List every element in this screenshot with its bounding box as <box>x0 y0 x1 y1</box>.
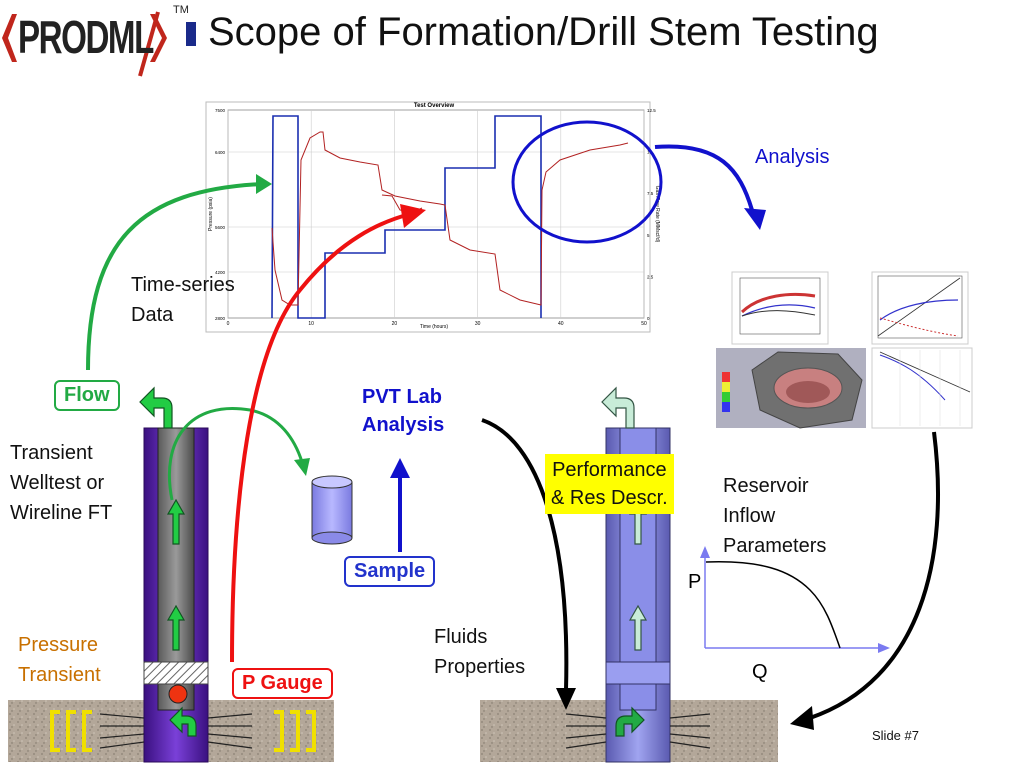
left-flow-arrows <box>166 498 186 651</box>
logo-trademark: TM <box>173 4 189 16</box>
performance-line-1: Performance <box>552 459 667 481</box>
analysis-highlight-ellipse <box>511 120 663 244</box>
right-top-flow-arrow <box>601 386 635 429</box>
chart-y-tick-label: 7500 <box>215 108 226 113</box>
chart-plot-area <box>227 109 645 319</box>
p-gauge-arrow <box>230 212 411 663</box>
chart-series-pressure <box>271 131 629 306</box>
inflow-performance-plot <box>700 546 890 653</box>
sample-box: Sample <box>344 556 436 587</box>
left-perforation-brackets <box>50 710 316 752</box>
left-bottom-flow-arrow <box>169 706 197 737</box>
p-gauge-box: P Gauge <box>232 668 333 699</box>
ipr-p-axis-label: P <box>688 571 701 593</box>
reservoir-line-3: Parameters <box>723 535 827 557</box>
chart-x-ticks: 0 10 20 30 40 50 <box>227 321 647 327</box>
p-gauge-sensor <box>168 684 188 704</box>
flow-to-timeseries-arrowhead <box>256 174 272 194</box>
chart-y2-tick-label: 5 <box>647 233 650 238</box>
chart-y2-tick-label: 2.5 <box>647 274 654 279</box>
chart-y-tick-label: 6400 <box>215 150 226 155</box>
chart-y-tick-label: 4200 <box>215 270 226 275</box>
pressure-transient-label: Pressure Transient <box>18 630 101 690</box>
chart-y-tick-label: 5600 <box>215 225 226 230</box>
pvt-line-1: PVT Lab <box>362 386 443 408</box>
pvt-line-2: Analysis <box>362 414 445 436</box>
chart-x-tick-label: 0 <box>227 321 230 327</box>
chart-x-tick-label: 40 <box>558 321 564 327</box>
right-well-packer <box>605 661 671 685</box>
chart-y-ticks: 2800 4200 5600 6400 7500 <box>215 108 226 321</box>
reservoir-line-2: Inflow <box>723 505 776 527</box>
logo-text: PRODML <box>18 11 154 63</box>
chart-x-tick-label: 30 <box>475 321 481 327</box>
analysis-label: Analysis <box>755 146 830 168</box>
tubing-to-sample-arrow <box>167 407 304 501</box>
chart-y-label: Pressure (psia) <box>208 197 214 231</box>
chart-x-label: Time (hours) <box>420 324 448 330</box>
p-gauge-arrowhead <box>400 204 426 228</box>
reservoir-line-1: Reservoir <box>723 475 809 497</box>
chart-y2-label: Gas Flow Rate (MMscf/d) <box>654 186 660 243</box>
chart-title: Test Overview <box>414 103 455 109</box>
logo: PRODML TM <box>0 0 200 80</box>
sample-to-pvt-arrowhead <box>390 458 410 478</box>
ipr-q-axis-label: Q <box>752 661 768 683</box>
transient-welltest-label: Transient Welltest or Wireline FT <box>10 438 112 528</box>
analysis-plot-3 <box>871 347 973 429</box>
chart-y2-tick-label: 12.5 <box>647 108 656 113</box>
pressure-line-2: Transient <box>18 664 101 686</box>
time-series-line-1: Time-series <box>131 274 235 296</box>
pvt-to-fluids-arrowhead <box>556 688 576 710</box>
chart-x-tick-label: 10 <box>308 321 314 327</box>
chart-x-tick-label: 50 <box>641 321 647 327</box>
right-perforations <box>565 713 711 749</box>
analysis-to-well-arrow <box>809 431 940 720</box>
chart-x-tick-label: 20 <box>392 321 398 327</box>
analysis-to-well-arrowhead <box>790 706 814 730</box>
performance-line-2: & Res Descr. <box>551 487 668 509</box>
transient-line-3: Wireline FT <box>10 502 113 524</box>
pressure-line-1: Pressure <box>18 634 99 656</box>
fluids-line-2: Properties <box>434 656 526 678</box>
chart-y-tick-label: 2800 <box>215 316 226 321</box>
logo-bracket-icon <box>2 11 167 77</box>
chart-y2-tick-label: 0 <box>647 316 650 321</box>
flow-to-timeseries-arrow <box>86 182 263 371</box>
analysis-arrowhead <box>744 208 766 230</box>
time-series-line-2: Data <box>131 304 174 326</box>
fluids-properties-label: Fluids Properties <box>434 622 525 682</box>
right-bottom-flow-arrow <box>615 706 645 737</box>
page-title: Scope of Formation/Drill Stem Testing <box>208 10 879 54</box>
chart-y2-tick-label: 7.5 <box>647 191 654 196</box>
pvt-lab-label: PVT Lab Analysis <box>362 383 444 439</box>
reservoir-inflow-label: Reservoir Inflow Parameters <box>723 471 826 561</box>
time-series-label: Time-series Data <box>131 270 235 330</box>
analysis-plots <box>716 271 973 429</box>
sample-cylinder-icon <box>311 475 353 545</box>
analysis-arrow <box>654 144 754 211</box>
title-marker <box>186 22 196 46</box>
left-top-flow-arrow <box>139 386 173 429</box>
left-perforations <box>99 713 253 749</box>
flow-box: Flow <box>54 380 120 411</box>
tubing-to-sample-arrowhead <box>294 458 310 476</box>
transient-line-2: Welltest or <box>10 472 105 494</box>
fluids-line-1: Fluids <box>434 626 488 648</box>
chart-series-rate <box>271 115 542 319</box>
slide-number: Slide #7 <box>872 728 919 743</box>
performance-label: Performance & Res Descr. <box>545 454 674 514</box>
transient-line-1: Transient <box>10 442 93 464</box>
left-well-packer <box>143 661 209 685</box>
